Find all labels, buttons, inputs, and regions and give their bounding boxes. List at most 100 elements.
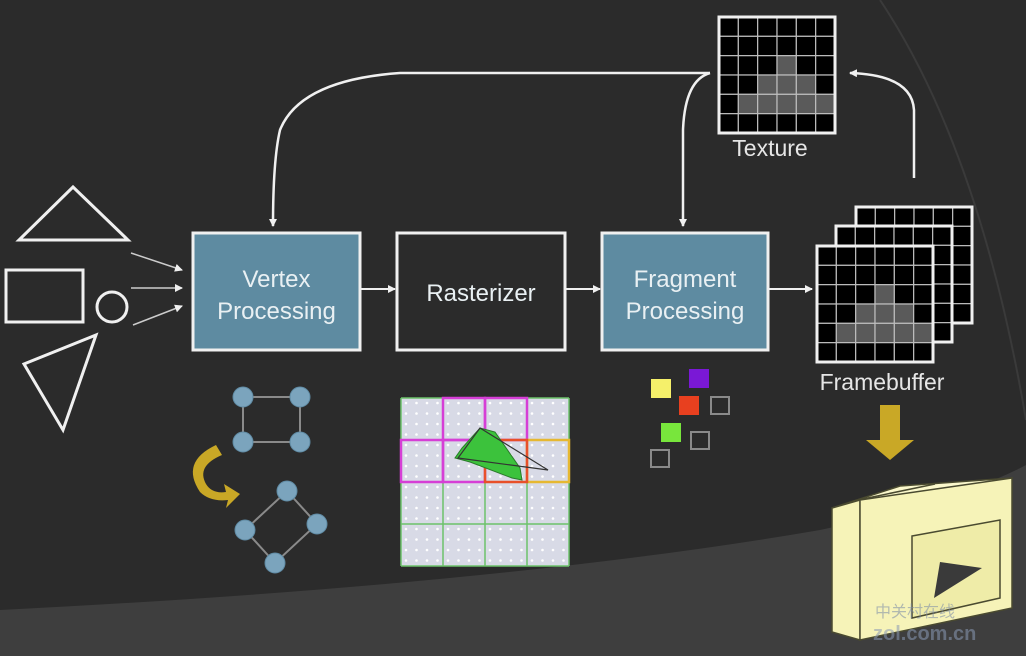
sample-point [541, 548, 544, 552]
sample-point [562, 485, 565, 489]
sample-point [436, 454, 439, 457]
sample-point [499, 548, 502, 552]
grid-cell [874, 245, 895, 266]
sample-point [404, 454, 408, 457]
triangle-down-shape [21, 332, 99, 434]
sample-point [457, 548, 460, 552]
sample-point [509, 412, 513, 415]
sample-point [541, 559, 544, 562]
sample-point [509, 538, 513, 541]
texture-grid [717, 15, 837, 135]
sample-point [541, 527, 544, 531]
sample-point [520, 443, 523, 447]
background-band [0, 465, 1026, 656]
sample-point [488, 401, 492, 405]
sample-point [436, 527, 439, 531]
sample-point [436, 559, 439, 562]
sample-point [404, 506, 408, 510]
grid-cell [893, 303, 915, 324]
sample-point [562, 559, 565, 562]
grid-cell [718, 113, 739, 134]
stage-label: Vertex [242, 266, 310, 293]
sample-point [520, 496, 523, 499]
sample-point [541, 517, 544, 520]
sample-point [436, 412, 439, 415]
sample-point [467, 401, 471, 405]
sample-point [436, 517, 439, 520]
grid-cell [815, 93, 836, 115]
texture-to-fragment-arrow [679, 71, 711, 227]
sample-point [467, 412, 471, 415]
grid-cell [855, 264, 876, 286]
sample-point [520, 538, 523, 541]
sample-point [541, 485, 544, 489]
grid-cell [795, 93, 817, 115]
grid-cell [795, 74, 817, 95]
sample-point [488, 506, 492, 510]
sample-point [541, 401, 544, 405]
sample-point [446, 517, 450, 520]
sample-point [457, 559, 460, 562]
grid-cell [913, 322, 934, 344]
sample-point [457, 517, 460, 520]
sample-point [541, 538, 544, 541]
grid-cell [737, 113, 759, 134]
sample-point [457, 527, 460, 531]
sample-point [488, 485, 492, 489]
sample-point [467, 464, 471, 468]
grid-cell [932, 206, 954, 227]
sample-point [478, 559, 481, 562]
sample-point [415, 517, 418, 520]
sample-point [562, 422, 565, 426]
grid-cell [776, 74, 797, 95]
texture-label: Texture [732, 135, 807, 161]
grid-cell [874, 322, 895, 344]
sample-point [530, 464, 534, 468]
vertex-dot [234, 519, 256, 541]
sample-point [499, 506, 502, 510]
grid-cell [776, 113, 797, 134]
sample-point [425, 517, 429, 520]
vertex-dot [306, 513, 328, 535]
sample-point [488, 475, 492, 478]
sample-point [562, 475, 565, 478]
sample-point [509, 422, 513, 426]
sample-point [499, 422, 502, 426]
sample-point [436, 422, 439, 426]
sample-point [425, 433, 429, 436]
grid-cell [718, 74, 739, 95]
grid-cell [893, 342, 915, 363]
sample-point [520, 412, 523, 415]
sample-point [446, 443, 450, 447]
sample-point [467, 475, 471, 478]
sample-point [541, 422, 544, 426]
sample-point [499, 517, 502, 520]
grid-cell [913, 284, 934, 305]
sample-point [457, 475, 460, 478]
fragment-sample [690, 431, 710, 450]
sample-point [551, 485, 555, 489]
sample-point [551, 506, 555, 510]
input-arrows [130, 252, 183, 326]
sample-point [509, 506, 513, 510]
framebuffer-label: Framebuffer [820, 369, 945, 395]
sample-point [562, 527, 565, 531]
grid-cell [776, 16, 797, 37]
sample-point [530, 433, 534, 436]
triangle-up-shape [15, 184, 132, 242]
sample-point [478, 496, 481, 499]
grid-cell [815, 55, 836, 76]
sample-point [415, 443, 418, 447]
down-arrow-icon [866, 405, 914, 460]
sample-point [551, 475, 555, 478]
grid-cell [932, 264, 953, 285]
sample-point [488, 422, 492, 426]
vertex-dot [264, 552, 286, 574]
sample-point [520, 559, 523, 562]
grid-cell [816, 322, 837, 344]
sample-point [446, 422, 450, 426]
grid-cell [952, 283, 973, 305]
sample-point [457, 433, 460, 436]
svg-text:中关村在线: 中关村在线 [875, 602, 955, 621]
sample-point [467, 485, 471, 489]
